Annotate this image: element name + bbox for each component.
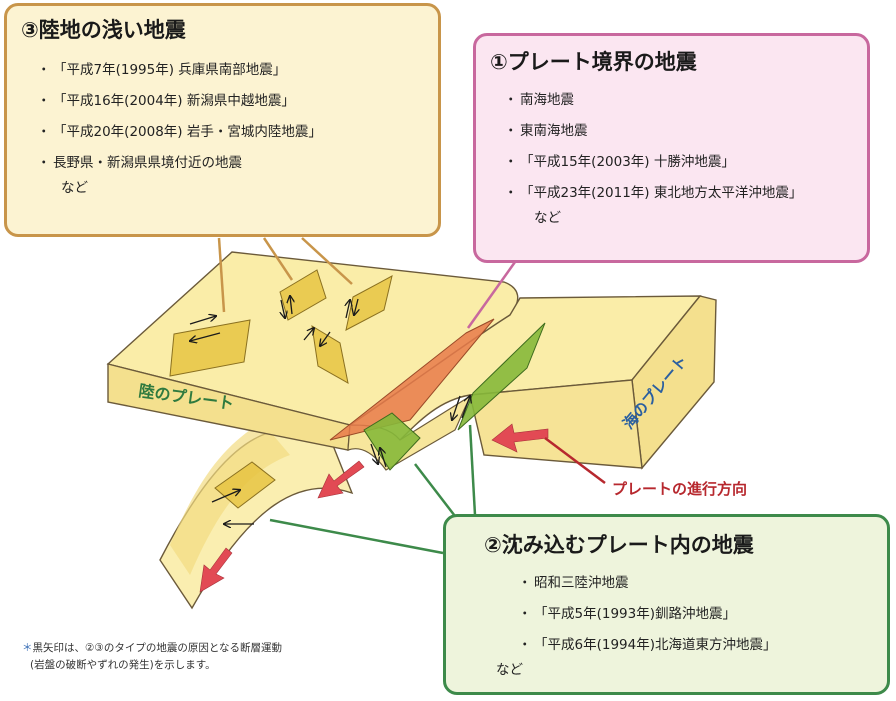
shallow-land-earthquake-title: ③陸地の浅い地震 [21, 18, 186, 42]
intraslab-earthquake-title: ②沈み込むプレート内の地震 [484, 533, 754, 557]
list-item: 「平成15年(2003年) 十勝沖地震」 [504, 150, 867, 170]
fault-shallow-1 [169, 319, 251, 377]
footnote: ＊黒矢印は、②③のタイプの地震の原因となる断層運動 (岩盤の破断やずれの発生)を… [22, 640, 282, 674]
footnote-asterisk: ＊ [22, 642, 33, 654]
list-item: 東南海地震 [504, 119, 867, 139]
intraslab-earthquake-list: 昭和三陸沖地震 「平成5年(1993年)釧路沖地震」 「平成6年(1994年)北… [484, 571, 887, 653]
fault-slab-2 [457, 322, 546, 431]
red-arrow-slab-low [199, 547, 233, 593]
fault-motion-arrows [190, 296, 470, 524]
leader-lines [217, 237, 606, 555]
list-item: 「平成16年(2004年) 新潟県中越地震」 [37, 89, 438, 109]
plate-boundary-earthquake-title: ①プレート境界の地震 [490, 50, 697, 74]
list-item: 昭和三陸沖地震 [518, 571, 887, 591]
plate-direction-label: プレートの進行方向 [612, 480, 747, 498]
list-item: 「平成7年(1995年) 兵庫県南部地震」 [37, 58, 438, 78]
intraslab-earthquake-etc: など [496, 662, 523, 678]
fault-slab-1 [363, 412, 421, 471]
shallow-land-earthquake-box: ③陸地の浅い地震 「平成7年(1995年) 兵庫県南部地震」 「平成16年(20… [4, 3, 441, 237]
plate-motion-arrows [199, 423, 549, 593]
red-arrow-ocean [491, 423, 549, 453]
fault-plate-boundary [329, 318, 495, 441]
plate-boundary-earthquake-box: ①プレート境界の地震 南海地震 東南海地震 「平成15年(2003年) 十勝沖地… [473, 33, 870, 263]
list-item: 「平成23年(2011年) 東北地方太平洋沖地震」 [504, 181, 867, 201]
shallow-land-earthquake-list: 「平成7年(1995年) 兵庫県南部地震」 「平成16年(2004年) 新潟県中… [21, 58, 438, 171]
red-arrow-slab-mid [317, 460, 365, 499]
list-item: 南海地震 [504, 88, 867, 108]
footnote-line-2: (岩盤の破断やずれの発生)を示します。 [30, 659, 216, 671]
fault-shallow-5 [214, 461, 276, 509]
plate-boundary-earthquake-etc: など [534, 210, 561, 226]
footnote-line-1: 黒矢印は、②③のタイプの地震の原因となる断層運動 [32, 642, 283, 654]
shallow-land-earthquake-etc: など [61, 180, 88, 196]
list-item: 長野県・新潟県県境付近の地震 [37, 151, 438, 171]
list-item: 「平成6年(1994年)北海道東方沖地震」 [518, 633, 887, 653]
list-item: 「平成20年(2008年) 岩手・宮城内陸地震」 [37, 120, 438, 140]
intraslab-earthquake-box: ②沈み込むプレート内の地震 昭和三陸沖地震 「平成5年(1993年)釧路沖地震」… [443, 514, 890, 695]
plate-boundary-earthquake-list: 南海地震 東南海地震 「平成15年(2003年) 十勝沖地震」 「平成23年(2… [490, 88, 867, 201]
list-item: 「平成5年(1993年)釧路沖地震」 [518, 602, 887, 622]
